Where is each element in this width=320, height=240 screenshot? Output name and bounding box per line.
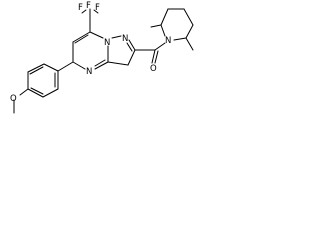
- atom-label-n-bridge: N: [104, 38, 110, 48]
- bond-c2-c3: [127, 49, 136, 66]
- bond-cf3-f3: [93, 9, 99, 14]
- atom-label-o-carbonyl: O: [150, 64, 157, 74]
- bond-n2-c2-double: [126, 42, 133, 52]
- bond-cf3-f1: [81, 9, 87, 14]
- bond-pip-n-c2: [160, 24, 166, 37]
- atom-labels: F F F N N N O N O: [10, 1, 171, 104]
- bond-pip-c5-c6: [185, 24, 194, 39]
- bond-c3-c3a: [107, 61, 129, 66]
- atom-label-n-piperidine: N: [165, 36, 171, 46]
- bond-n1-c7: [89, 31, 104, 39]
- atom-label-f3: F: [95, 3, 100, 13]
- bond-n1-n2: [111, 35, 122, 39]
- bond-pip-methyl-left: [150, 24, 162, 28]
- bond-aryl-1: [43, 63, 59, 72]
- bond-carbonyl-o: [151, 49, 156, 64]
- bond-c5-aryl: [57, 61, 74, 72]
- atom-label-f1: F: [78, 3, 83, 13]
- atom-label-n-pyrazole: N: [122, 34, 128, 44]
- bond-aryl-4-double: [30, 87, 44, 95]
- chemical-structure-diagram: F F F N N N O N O: [10, 1, 194, 114]
- atom-label-f2: F: [86, 1, 91, 11]
- bond-n2-c2: [128, 39, 136, 51]
- bond-n4-c3a-double: [94, 59, 106, 67]
- bond-lines: [13, 8, 194, 114]
- structure-canvas: F F F N N N O N O: [0, 0, 198, 137]
- bond-c7-c6-double: [74, 34, 89, 44]
- atom-label-n-pyrimidine: N: [86, 67, 92, 77]
- bond-pip-c6-n: [173, 37, 187, 41]
- bond-carbonyl-o-double: [154, 50, 159, 64]
- bond-pip-c4-c5: [183, 8, 194, 26]
- bond-n4-c3a: [94, 61, 109, 70]
- bond-pip-c2-c3: [160, 8, 169, 26]
- bond-aryl-2: [27, 63, 45, 73]
- bond-c5-n4: [72, 61, 86, 70]
- bond-carbonyl-n: [154, 42, 166, 51]
- bond-pip-methyl-right: [185, 37, 194, 51]
- bond-aryl-2-double: [29, 66, 44, 75]
- atom-label-o-methoxy: O: [10, 94, 17, 104]
- bond-aryl-o: [19, 88, 29, 96]
- bond-aryl-4: [27, 88, 44, 98]
- bond-c7-c6: [72, 31, 91, 43]
- bond-aryl-5: [42, 88, 59, 98]
